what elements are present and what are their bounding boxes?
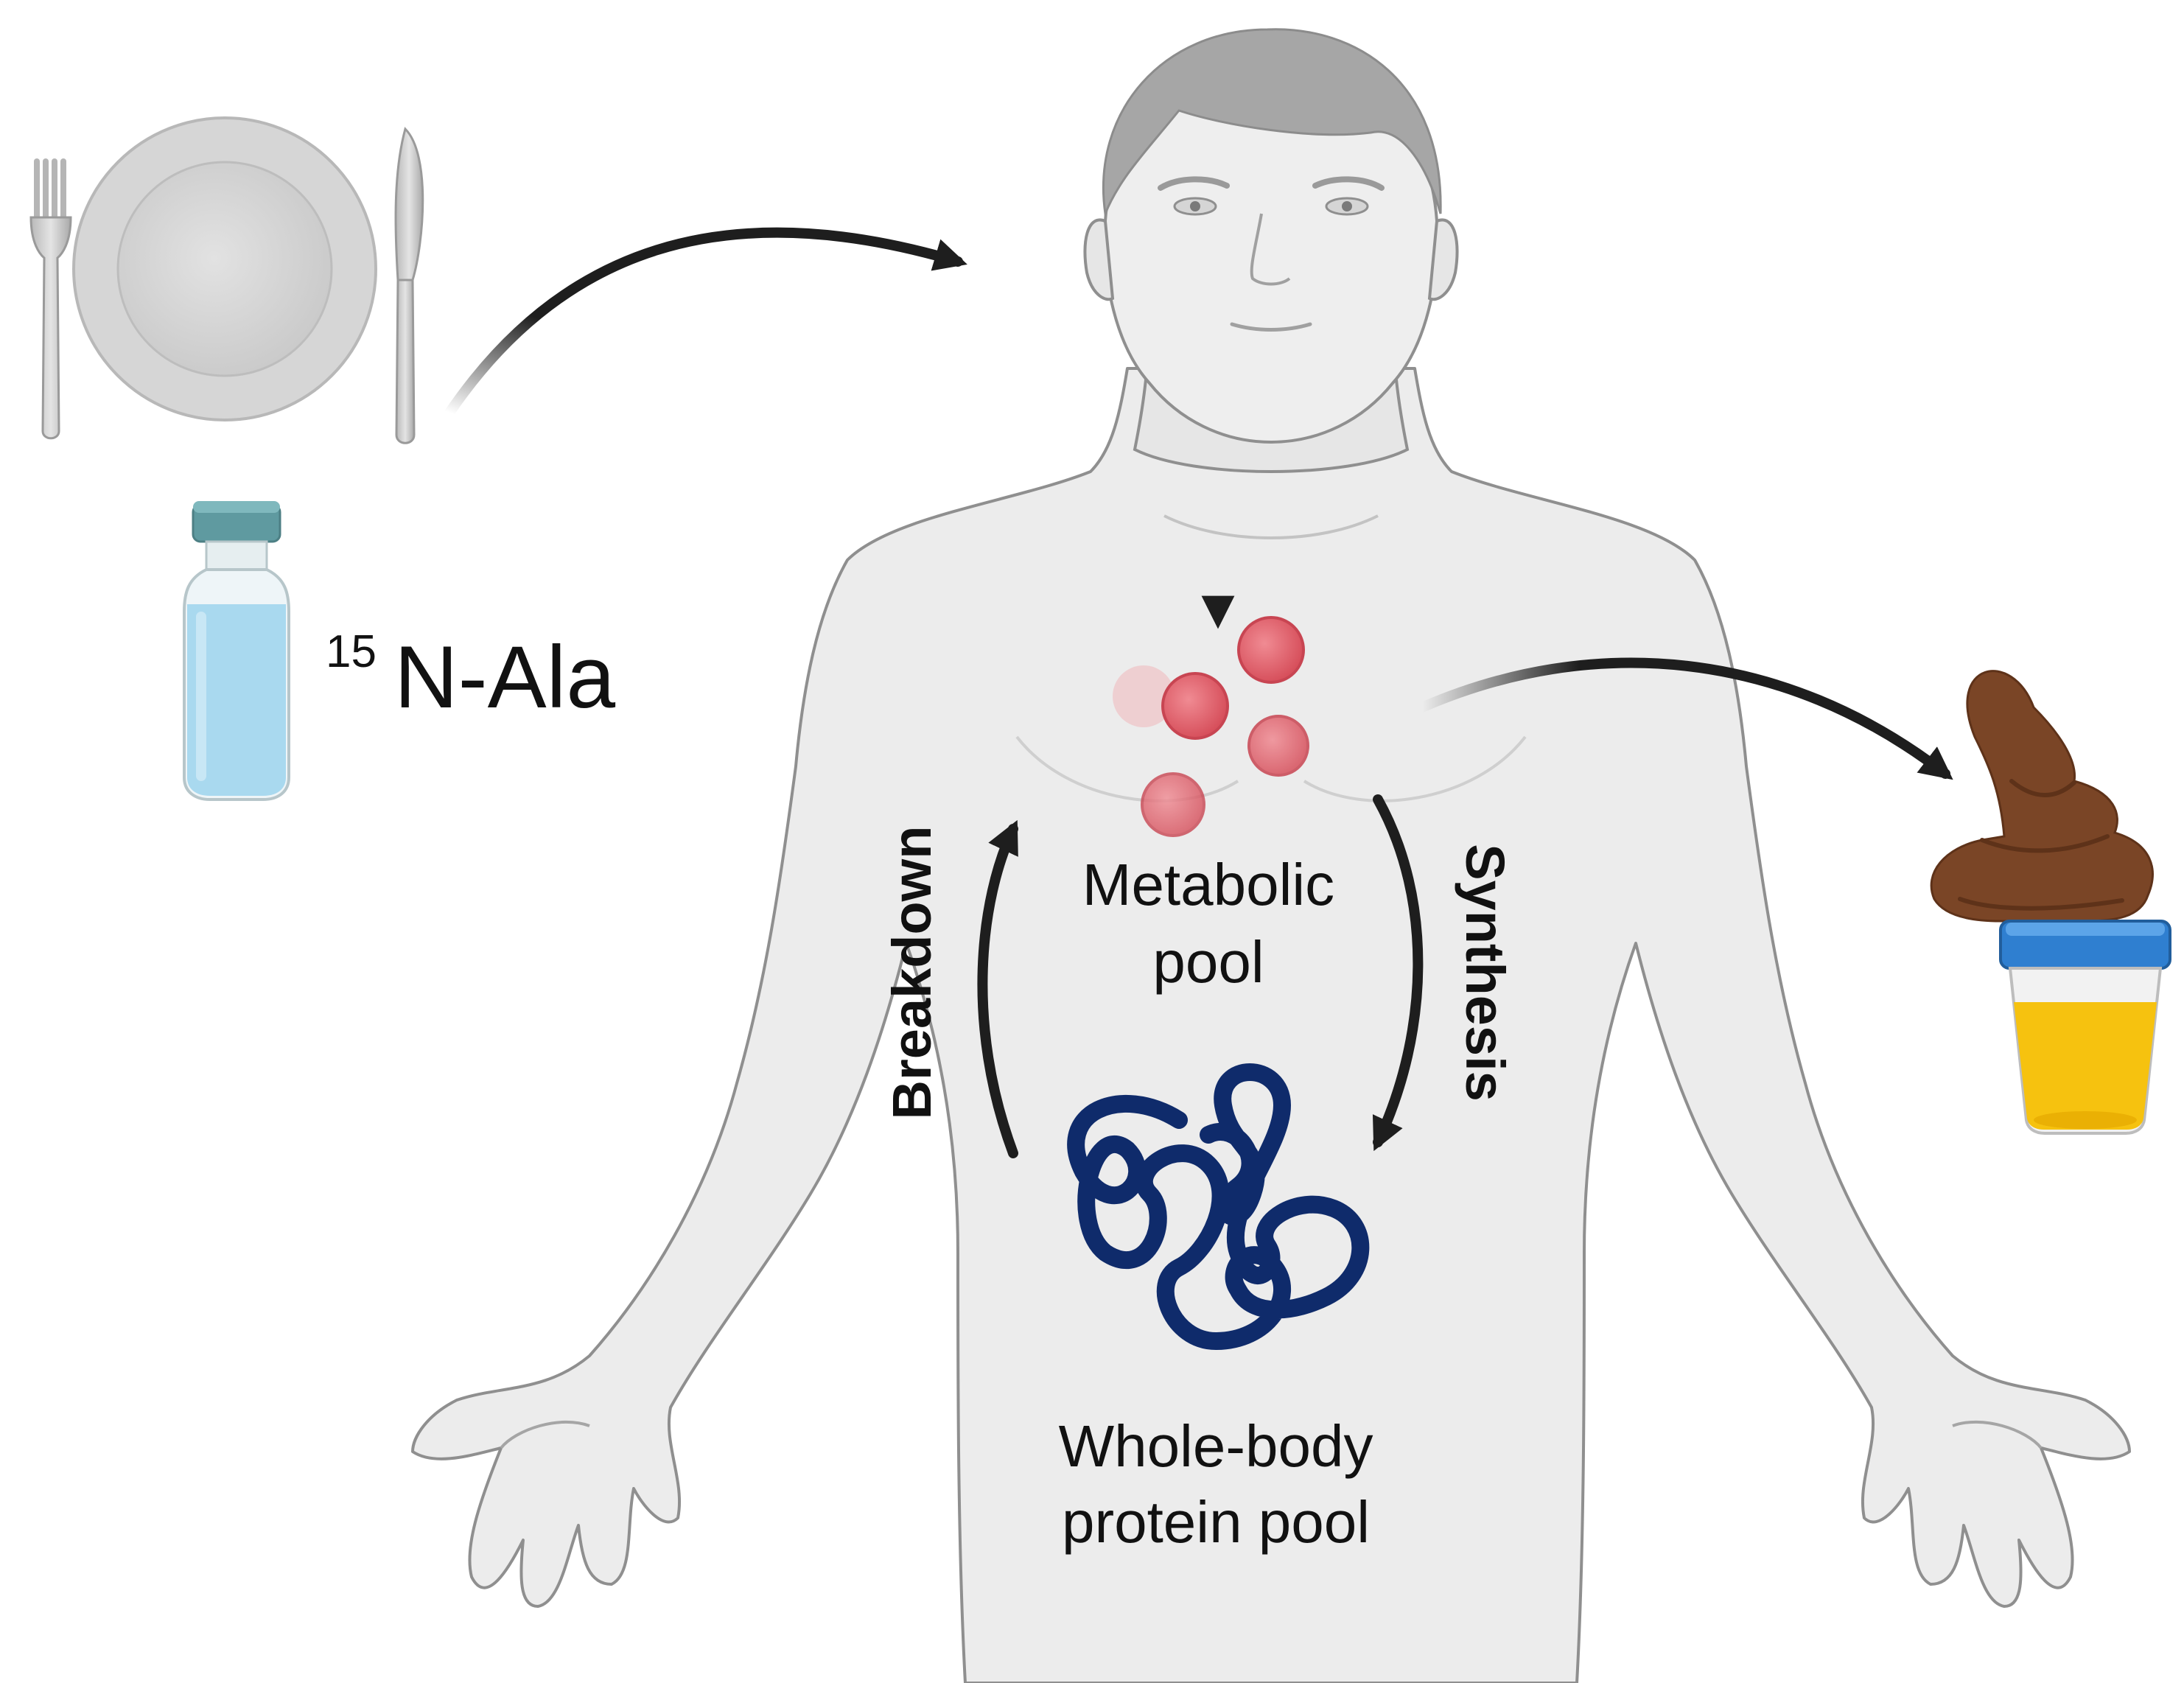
knife-icon: [394, 127, 424, 444]
synthesis-label: Synthesis: [1455, 844, 1516, 1102]
urine-cup-icon: [1999, 920, 2171, 1135]
human-body-icon: [411, 28, 2131, 1683]
vial-icon: [183, 501, 290, 801]
feces-icon: [1930, 670, 2154, 923]
excretion-arrow: [1417, 657, 1953, 780]
synthesis-arrow: [1372, 794, 1424, 1152]
protein-pool-label-line1: Whole-body: [1059, 1413, 1373, 1479]
metabolic-pool-label-line2: pool: [1152, 929, 1264, 995]
tracer-name: N-Ala: [394, 628, 615, 727]
tracer-superscript: 15: [326, 626, 377, 677]
protein-coil-icon: [1067, 1063, 1370, 1350]
amino-acid-particles-icon: [1113, 616, 1309, 837]
tracer-label: 15 N-Ala: [326, 626, 615, 727]
fork-icon: [29, 158, 72, 440]
plate-icon: [72, 116, 377, 421]
intake-arrow: [444, 227, 967, 418]
metabolic-pool-label-line1: Metabolic: [1082, 852, 1334, 917]
breakdown-label: Breakdown: [881, 826, 942, 1120]
protein-pool-label-line2: protein pool: [1062, 1489, 1370, 1555]
breakdown-arrow: [977, 819, 1018, 1158]
